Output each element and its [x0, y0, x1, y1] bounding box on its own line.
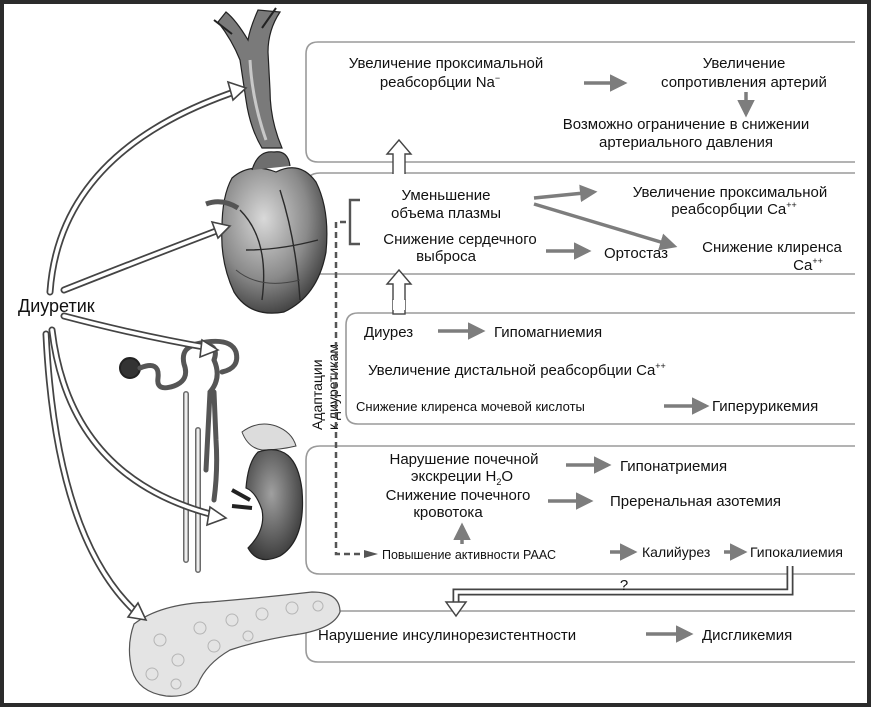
- azotemia-label: Преренальная азотемия: [610, 493, 781, 510]
- hypomagnesemia-label: Гипомагниемия: [494, 324, 602, 341]
- water-excretion-line1: Нарушение почечной: [389, 451, 538, 468]
- diuresis-label: Диурез: [364, 324, 413, 341]
- plasma-volume-line2: объема плазмы: [391, 205, 501, 222]
- arterial-resistance-line2: сопротивления артерий: [661, 74, 827, 91]
- cardiac-output-line2: выброса: [416, 248, 477, 265]
- ca-clearance-line2: Ca++: [793, 256, 823, 274]
- bp-limit-line1: Возможно ограничение в снижении: [563, 116, 810, 133]
- box-4-frame: [305, 445, 855, 575]
- hypokalemia-to-insulin-arrow: [444, 566, 794, 618]
- proximal-na-line1: Увеличение проксимальной: [349, 55, 543, 72]
- gray-arrows: [438, 74, 755, 643]
- water-excretion-line2: экскреции H2O: [411, 468, 513, 487]
- hyponatremia-label: Гипонатриемия: [620, 458, 727, 475]
- hypokalemia-label: Гипокалиемия: [750, 544, 843, 560]
- plasma-volume-line1: Уменьшение: [402, 187, 491, 204]
- box2-bracket: [348, 198, 360, 246]
- kaliuresis-label: Калийурез: [642, 544, 710, 560]
- kidney-illustration: [231, 423, 304, 561]
- adaptation-label-line2: к диуретикам: [325, 344, 341, 430]
- distal-ca-label: Увеличение дистальной реабсорбции Ca++: [368, 361, 666, 379]
- uric-acid-label: Снижение клиренса мочевой кислоты: [356, 399, 585, 414]
- diuretic-arrows: [42, 80, 248, 622]
- renal-flow-line2: кровотока: [413, 504, 483, 521]
- renal-flow-line1: Снижение почечного: [386, 487, 531, 504]
- proximal-na-line2: реабсорбции Na−: [380, 73, 500, 91]
- insulin-label: Нарушение инсулинорезистентности: [318, 627, 576, 644]
- box-3-frame: [345, 312, 855, 425]
- arterial-resistance-line1: Увеличение: [703, 55, 786, 72]
- adaptation-label-line1: Адаптации: [309, 359, 325, 430]
- vertical-hollow-arrows: [385, 138, 413, 315]
- box-1-frame: [305, 41, 855, 163]
- cardiac-output-line1: Снижение сердечного: [383, 231, 536, 248]
- arrow-plasma-to-proximal-ca: [533, 184, 598, 203]
- raas-label: Повышение активности РААС: [382, 548, 556, 562]
- proximal-ca-line2: реабсорбции Ca++: [671, 200, 797, 218]
- adaptation-dashed-arrowhead: [364, 550, 378, 558]
- heart-illustration: [205, 151, 328, 314]
- artery-illustration: [213, 7, 283, 149]
- orthostasis-label: Ортостаз: [604, 245, 668, 262]
- bp-limit-line2: артериального давления: [599, 134, 773, 151]
- pancreas-illustration: [128, 591, 341, 697]
- arrow-plasma-to-ca-clearance: [533, 202, 678, 251]
- question-mark: ?: [620, 577, 628, 594]
- diuretic-label: Диуретик: [18, 296, 95, 316]
- ca-clearance-line1: Снижение клиренса: [702, 239, 842, 256]
- proximal-ca-line1: Увеличение проксимальной: [633, 184, 827, 201]
- adaptation-dashed-connector: [334, 220, 372, 556]
- nephron-illustration: [119, 338, 240, 573]
- hyperuricemia-label: Гиперурикемия: [712, 398, 818, 415]
- dysglycemia-label: Дисгликемия: [702, 627, 792, 644]
